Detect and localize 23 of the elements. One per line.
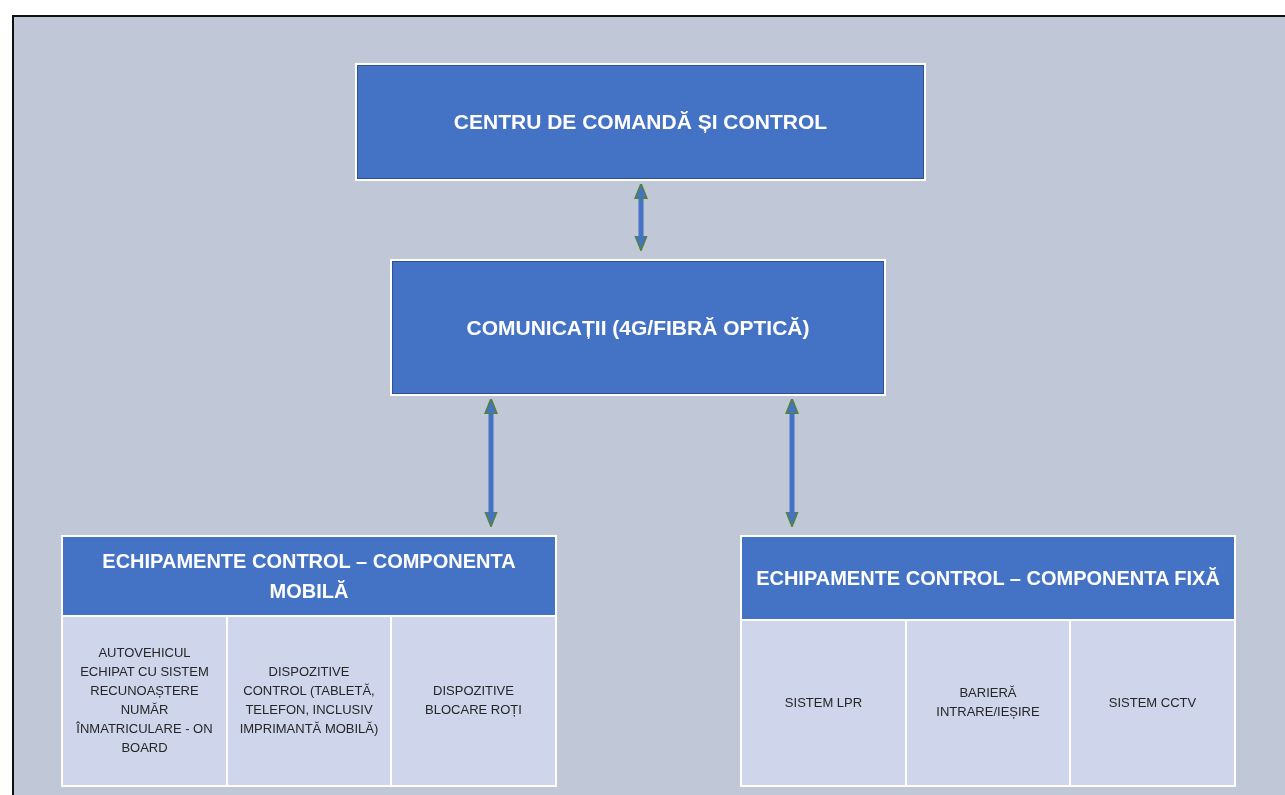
group-heading: ECHIPAMENTE CONTROL – COMPONENTA FIXĂ	[740, 535, 1236, 619]
item-cell	[63, 617, 226, 785]
item-label: DISPOZITIVE BLOCARE ROȚI	[424, 682, 523, 719]
group-heading: ECHIPAMENTE CONTROL – COMPONENTA MOBILĂ	[61, 535, 557, 615]
item-label: DISPOZITIVE CONTROL (TABLETĂ, TELEFON, INCLUSIV IMPRIMANTĂ MOBILĂ)	[238, 663, 380, 738]
item-label: BARIERĂ INTRARE/IEȘIRE	[935, 684, 1041, 721]
process-box	[390, 259, 886, 396]
double-arrow	[484, 397, 498, 528]
item-label: AUTOVEHICUL ECHIPAT CU SISTEM RECUNOAȘTERE NUMĂR ÎNMATRICULARE - ON BOARD	[75, 644, 214, 757]
process-box	[355, 63, 926, 181]
box-label: CENTRU DE COMANDĂ ȘI CONTROL	[452, 110, 829, 134]
item-cell	[907, 621, 1069, 785]
group-panel	[740, 535, 1236, 787]
double-arrow	[634, 182, 648, 252]
item-cell	[1071, 621, 1234, 785]
group-panel	[61, 535, 557, 787]
item-cell	[392, 617, 555, 785]
item-label: SISTEM LPR	[784, 693, 863, 712]
item-cell	[742, 621, 905, 785]
item-label: SISTEM CCTV	[1108, 693, 1197, 712]
box-label: COMUNICAȚII (4G/FIBRĂ OPTICĂ)	[465, 315, 811, 340]
double-arrow	[785, 397, 799, 528]
item-cell	[228, 617, 390, 785]
